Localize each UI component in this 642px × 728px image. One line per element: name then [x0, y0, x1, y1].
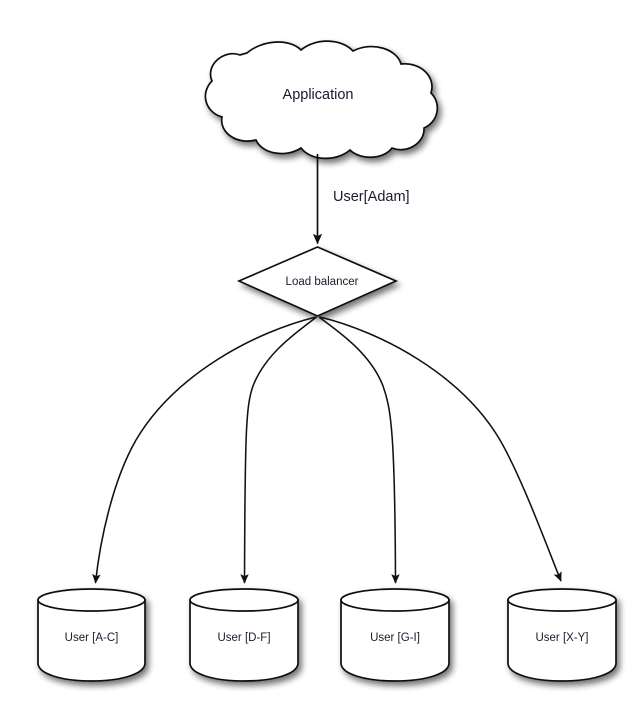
- db-d-f-label: User [D-F]: [217, 632, 270, 644]
- edge-app-to-balancer[interactable]: User[Adam]: [312, 154, 410, 245]
- load-balancer-label: Load balancer: [286, 276, 359, 288]
- edge-balancer-to-db-a-c[interactable]: [92, 316, 317, 584]
- db-a-c-top-ellipse: [37, 588, 146, 612]
- db-x-y-body: [507, 599, 617, 682]
- db-x-y-top-ellipse: [507, 588, 617, 612]
- db-x-y-node[interactable]: User [X-Y]: [507, 588, 617, 682]
- cloud-label: Application: [283, 87, 354, 103]
- db-a-c-node[interactable]: User [A-C]: [37, 588, 146, 682]
- db-d-f-body: [189, 599, 299, 682]
- db-a-c-label: User [A-C]: [65, 632, 119, 644]
- cloud-shape: [204, 40, 439, 160]
- db-x-y-label: User [X-Y]: [535, 632, 588, 644]
- edge-app-to-balancer-label: User[Adam]: [333, 189, 410, 205]
- db-g-i-node[interactable]: User [G-I]: [340, 588, 450, 682]
- db-d-f-top-ellipse: [189, 588, 299, 612]
- db-d-f-node[interactable]: User [D-F]: [189, 588, 299, 682]
- db-g-i-label: User [G-I]: [370, 632, 420, 644]
- balancer-edges: [92, 316, 562, 584]
- db-g-i-top-ellipse: [340, 588, 450, 612]
- db-g-i-body: [340, 599, 450, 682]
- edge-balancer-to-db-x-y[interactable]: [319, 316, 562, 582]
- db-a-c-body: [37, 599, 146, 682]
- application-cloud-node[interactable]: Application: [204, 40, 439, 160]
- edge-balancer-to-db-d-f[interactable]: [240, 316, 317, 584]
- diamond-shape: [236, 246, 399, 317]
- load-balancer-node[interactable]: Load balancer: [236, 246, 399, 317]
- edge-balancer-to-db-g-i[interactable]: [318, 316, 400, 584]
